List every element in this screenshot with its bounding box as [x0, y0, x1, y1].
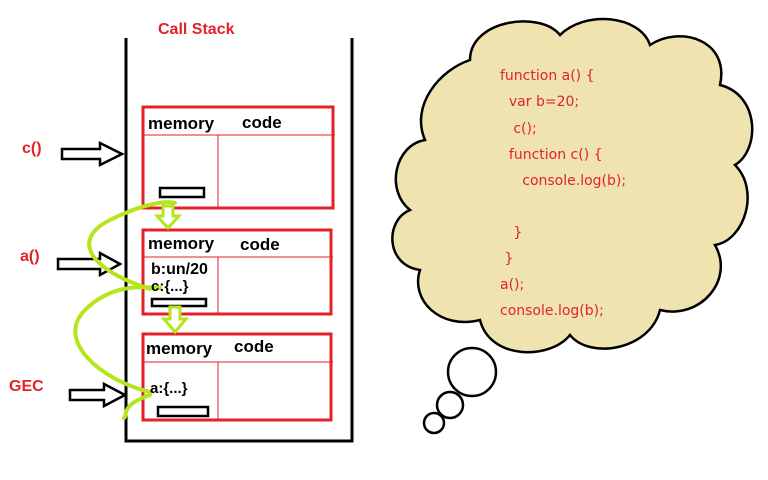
- code-line: }: [500, 225, 523, 241]
- code-line: a();: [500, 277, 525, 293]
- code-line: }: [500, 251, 514, 267]
- code-line: console.log(b);: [500, 303, 604, 319]
- frame-c-code-label: code: [242, 113, 282, 132]
- frame-c-memory-label: memory: [148, 114, 215, 133]
- frame-gec-pointer-bar: [156, 405, 210, 418]
- label-gec: GEC: [9, 378, 44, 395]
- down-arrow-icon-1: [153, 204, 183, 231]
- down-arrow-icon-2: [160, 305, 190, 335]
- scope-chain-curves: [73, 200, 177, 420]
- frame-c-box: [141, 105, 335, 210]
- label-a: a(): [20, 248, 40, 265]
- label-c: c(): [22, 140, 42, 157]
- frame-gec-code-label: code: [234, 337, 274, 356]
- thought-cloud: [391, 17, 754, 354]
- code-line: function a() {: [500, 68, 595, 84]
- frame-gec-memory-label: memory: [146, 339, 213, 358]
- call-stack-title: Call Stack: [158, 21, 235, 38]
- arrow-gec-icon: [68, 381, 128, 409]
- code-line: var b=20;: [500, 94, 580, 110]
- frame-c-pointer-bar: [158, 186, 206, 199]
- frame-a-entry-c: c:{...}: [151, 278, 189, 295]
- frame-gec-entry-a: a:{...}: [150, 380, 188, 397]
- code-line: console.log(b);: [500, 173, 627, 189]
- thought-bubble-large: [446, 346, 498, 398]
- arrow-c-icon: [60, 140, 125, 168]
- frame-a-entry-b: b:un/20: [151, 261, 208, 278]
- call-stack-container: [124, 38, 354, 443]
- scope-curve-gec: [73, 285, 162, 394]
- frame-a-box: [141, 228, 333, 316]
- scope-curve-gec-tail: [122, 393, 152, 420]
- frame-a-memory-label: memory: [148, 234, 215, 253]
- thought-bubble-small: [422, 411, 446, 435]
- frame-a-code-label: code: [240, 235, 280, 254]
- thought-bubble-medium: [435, 390, 465, 420]
- frame-gec-box: [141, 332, 333, 422]
- code-line: function c() {: [500, 147, 603, 163]
- scope-curve-a: [87, 200, 177, 291]
- frame-a-pointer-bar: [150, 297, 208, 308]
- code-line: c();: [500, 121, 537, 137]
